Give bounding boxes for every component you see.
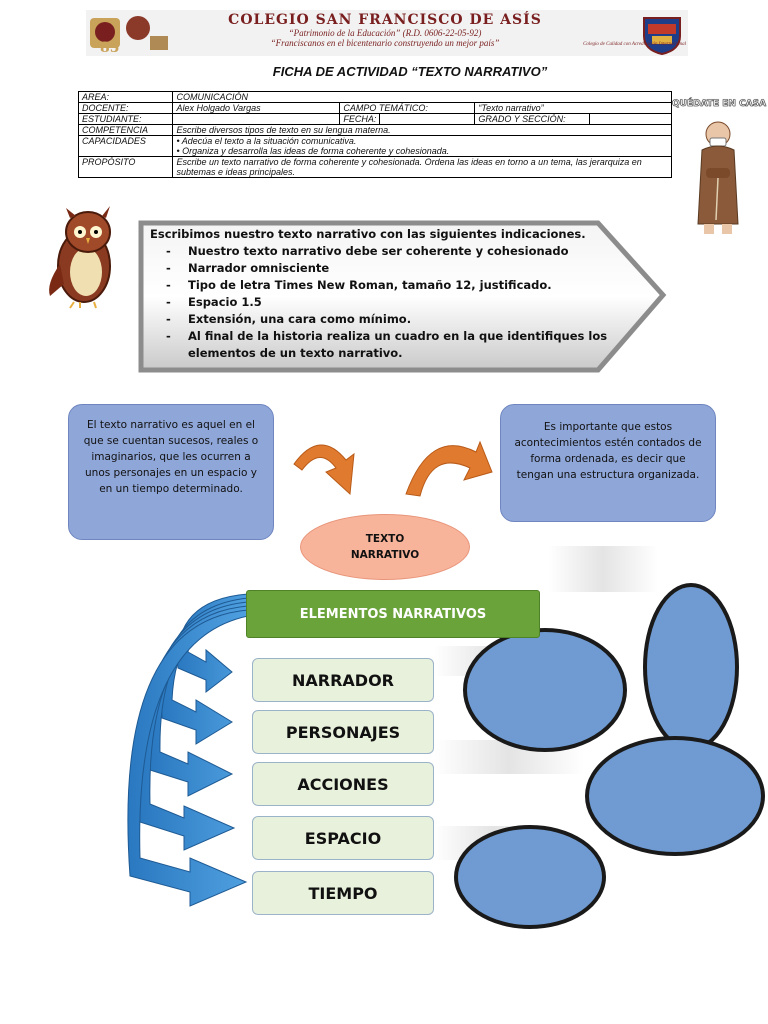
docente-value: Alex Holgado Vargas [172,102,341,114]
swoosh-arrows [127,593,249,907]
empty-ellipse [643,583,739,751]
estudiante-field[interactable] [172,113,341,125]
info-table: AREA: COMUNICACIÓN DOCENTE: Alex Holgado… [77,91,673,178]
school-motto: “Patrimonio de la Educación” (R.D. 0606-… [288,28,482,38]
proposito-label: PROPÓSITO [77,156,174,178]
school-shield-logo [643,17,681,56]
owl-illustration [49,206,111,309]
competencia-value: Escribe diversos tipos de texto en su le… [172,124,672,136]
definition-box-right: Es importante que estos acontecimientos … [500,404,716,522]
campo-label: CAMPO TEMÁTICO: [339,102,476,114]
list-item: Narrador omnisciente [150,260,630,277]
fecha-field[interactable] [379,113,476,125]
document-title: FICHA DE ACTIVIDAD “TEXTO NARRATIVO” [272,64,548,79]
grado-label: GRADO Y SECCIÓN: [474,113,590,125]
school-anniversary-logo: 85 [90,16,168,54]
curved-arrows [293,440,493,497]
list-item: Espacio 1.5 [150,294,630,311]
element-acciones: ACCIONES [252,762,434,806]
center-topic-line2: NARRATIVO [350,549,420,561]
fecha-label: FECHA: [339,113,381,125]
capacidades-label: CAPACIDADES [77,135,174,157]
capacidad-2: • Organiza y desarrolla las ideas de for… [176,146,450,156]
element-espacio: ESPACIO [252,816,434,860]
campo-value: “Texto narrativo” [474,102,672,114]
center-topic-ellipse: TEXTO NARRATIVO [300,514,470,580]
grado-field[interactable] [588,113,673,125]
definition-box-left: El texto narrativo es aquel en el que se… [68,404,274,540]
list-item: Extensión, una cara como mínimo. [150,311,630,328]
capacidades-value: • Adecúa el texto a la situación comunic… [172,135,672,157]
area-value: COMUNICACIÓN [172,91,672,103]
element-tiempo: TIEMPO [252,871,434,915]
area-label: AREA: [77,91,174,103]
empty-ellipse [463,628,627,752]
school-slogan: “Franciscanos en el bicentenario constru… [270,38,500,48]
instructions-list: Nuestro texto narrativo debe ser coheren… [150,243,630,362]
proposito-value: Escribe un texto narrativo de forma cohe… [172,156,672,178]
instructions-text: Escribimos nuestro texto narrativo con l… [150,226,630,362]
friar-illustration [697,121,739,234]
school-name: COLEGIO SAN FRANCISCO DE ASÍS [228,12,542,28]
capacidad-1: • Adecúa el texto a la situación comunic… [176,136,357,146]
list-item: Tipo de letra Times New Roman, tamaño 12… [150,277,630,294]
element-personajes: PERSONAJES [252,710,434,754]
shadow-bar [548,546,658,592]
school-header [86,10,688,56]
empty-ellipse [454,825,606,929]
estudiante-label: ESTUDIANTE: [77,113,174,125]
list-item: Al final de la historia realiza un cuadr… [150,328,630,362]
docente-label: DOCENTE: [77,102,174,114]
stay-home-label: QUÉDATE EN CASA [672,99,767,110]
instructions-intro: Escribimos nuestro texto narrativo con l… [150,227,586,241]
center-topic-line1: TEXTO [365,533,405,545]
elements-header: ELEMENTOS NARRATIVOS [246,590,540,638]
competencia-label: COMPETENCIA [77,124,174,136]
svg-text:85: 85 [100,40,119,54]
swoosh-arrow-icon [127,609,249,907]
empty-ellipse [585,736,765,856]
elements-diagram [127,546,765,929]
curved-arrow-right-icon [405,440,493,497]
element-narrador: NARRADOR [252,658,434,702]
list-item: Nuestro texto narrativo debe ser coheren… [150,243,630,260]
quality-tag: Colegio de Calidad con Acreditación Inte… [583,42,686,47]
curved-arrow-left-icon [293,444,355,496]
